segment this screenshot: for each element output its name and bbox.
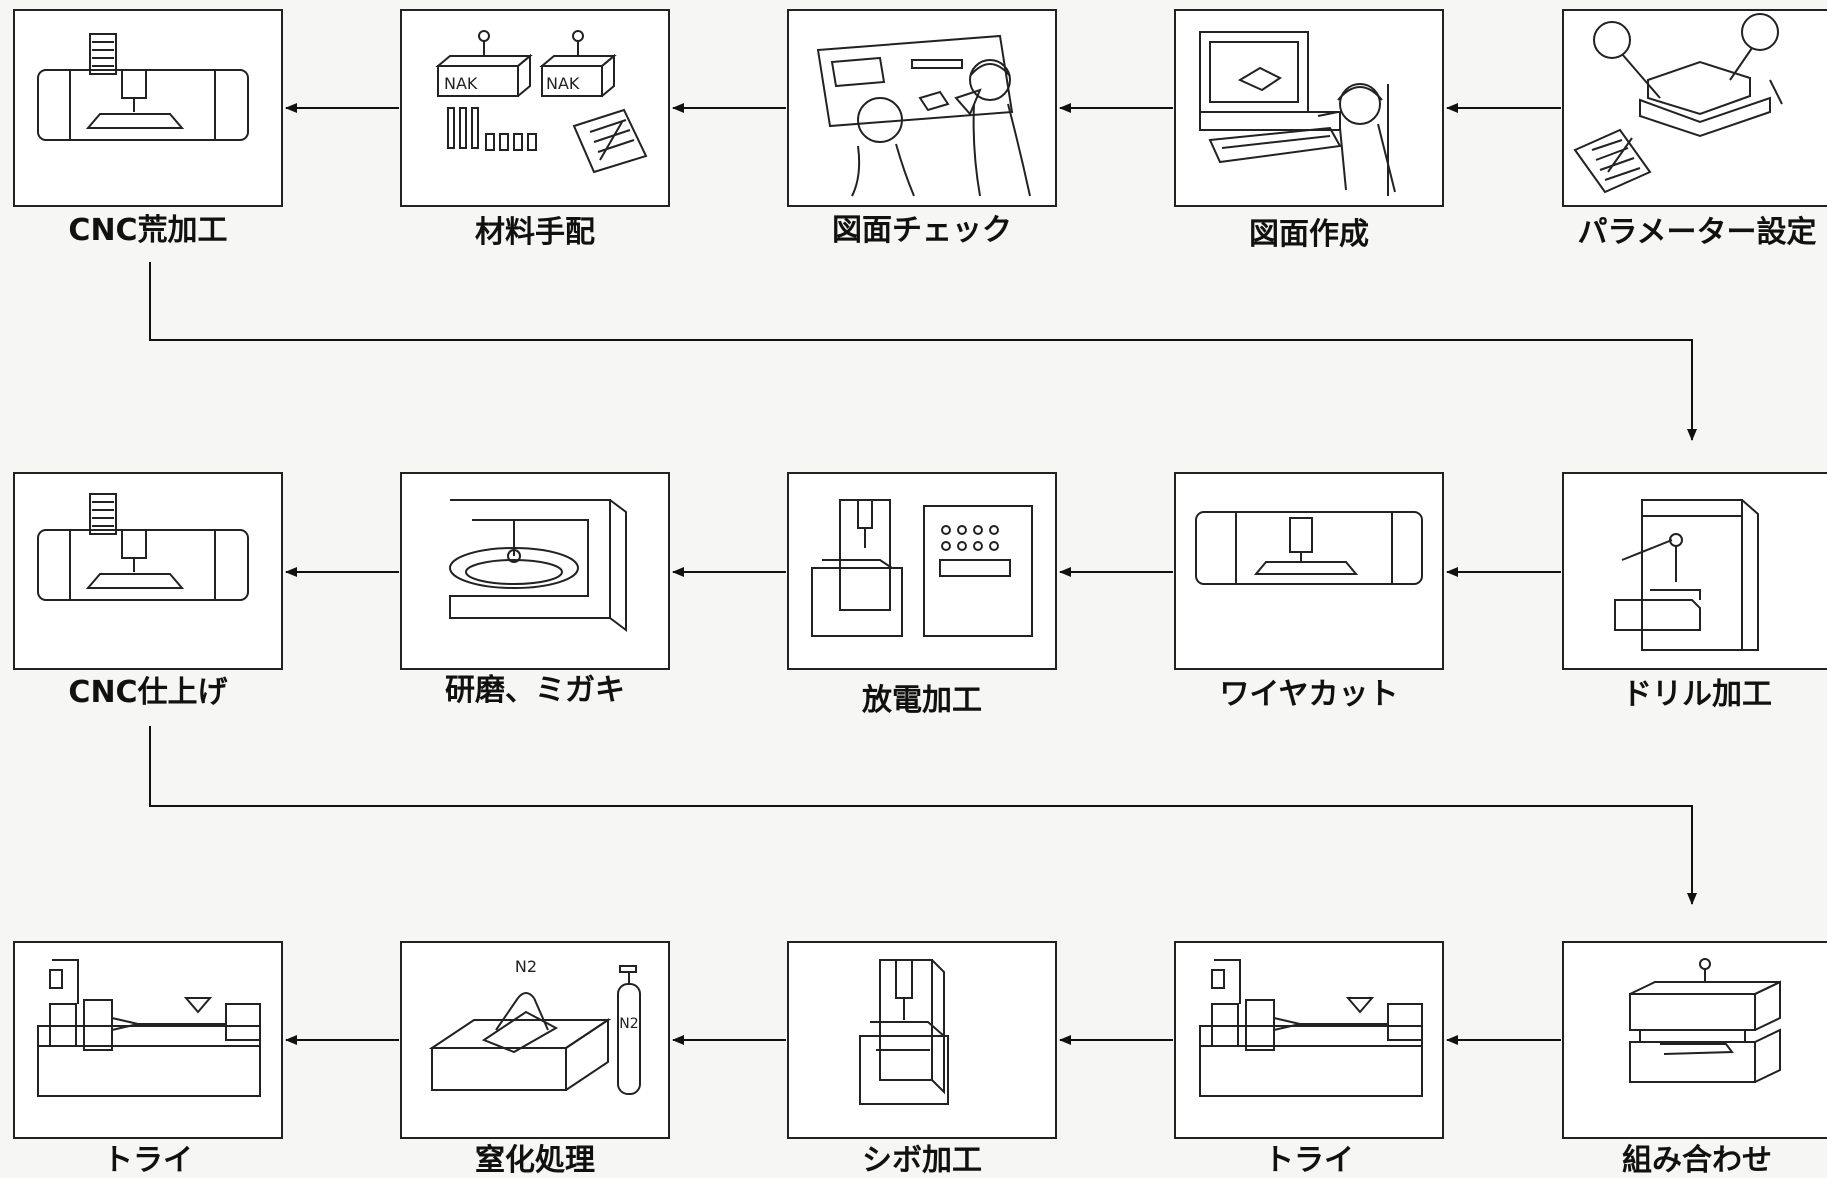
- step-label-drawing-check: 図面チェック: [832, 213, 1012, 248]
- step-assembly: [1562, 941, 1827, 1139]
- step-wire-cut: [1174, 472, 1444, 670]
- step-label-wire-cut: ワイヤカット: [1219, 677, 1398, 712]
- step-label-drawing-creation: 図面作成: [1249, 217, 1369, 252]
- step-label-polishing: 研磨、ミガキ: [445, 673, 625, 708]
- step-label-assembly: 組み合わせ: [1622, 1143, 1772, 1178]
- connector-row2-to-row3: [149, 726, 1697, 905]
- step-label-parameter-setting: パラメーター設定: [1577, 215, 1816, 250]
- material-arrangement-icon: [435, 30, 648, 174]
- step-nitriding: N2 N2: [400, 941, 670, 1139]
- step-trial-1: [1174, 941, 1444, 1139]
- cnc-finishing-icon: [37, 493, 249, 601]
- assembly-icon: [1629, 958, 1781, 1083]
- polishing-icon: [449, 499, 627, 632]
- step-drilling: [1562, 472, 1827, 670]
- step-trial-2: [13, 941, 283, 1139]
- step-label-material-arrangement: 材料手配: [475, 215, 595, 250]
- injection-trial-icon: [37, 959, 261, 1097]
- parameter-setting-icon: [1573, 13, 1783, 194]
- step-parameter-setting: [1562, 9, 1827, 207]
- nitriding-icon: [428, 965, 641, 1095]
- step-label-texturing: シボ加工: [862, 1143, 982, 1178]
- material-tag-right: NAK: [546, 74, 580, 93]
- step-polishing: [400, 472, 670, 670]
- step-label-trial-1: トライ: [1264, 1143, 1354, 1178]
- connector-row1-to-row2: [149, 262, 1697, 441]
- injection-trial-icon: [1199, 959, 1423, 1097]
- texturing-icon: [859, 959, 949, 1105]
- material-tag-left: NAK: [444, 74, 478, 93]
- step-label-nitriding: 窒化処理: [475, 1143, 595, 1178]
- n2-label-cylinder: N2: [619, 1016, 638, 1032]
- step-cnc-rough-machining: [13, 9, 283, 207]
- step-label-cnc-rough-machining: CNC荒加工: [68, 213, 227, 248]
- step-cnc-finishing: [13, 472, 283, 670]
- n2-label-box: N2: [515, 957, 537, 976]
- step-drawing-check: [787, 9, 1057, 207]
- step-texturing: [787, 941, 1057, 1139]
- wire-cut-icon: [1195, 511, 1423, 585]
- step-label-trial-2: トライ: [103, 1143, 193, 1178]
- step-edm: [787, 472, 1057, 670]
- edm-icon: [811, 499, 1033, 637]
- step-material-arrangement: NAK NAK: [400, 9, 670, 207]
- drawing-creation-icon: [1199, 31, 1396, 196]
- drilling-icon: [1614, 499, 1759, 651]
- step-drawing-creation: [1174, 9, 1444, 207]
- step-label-cnc-finishing: CNC仕上げ: [68, 675, 228, 710]
- cnc-rough-machining-icon: [37, 33, 249, 141]
- drawing-check-icon: [816, 34, 1031, 197]
- step-label-edm: 放電加工: [861, 683, 982, 718]
- step-label-drilling: ドリル加工: [1622, 677, 1772, 712]
